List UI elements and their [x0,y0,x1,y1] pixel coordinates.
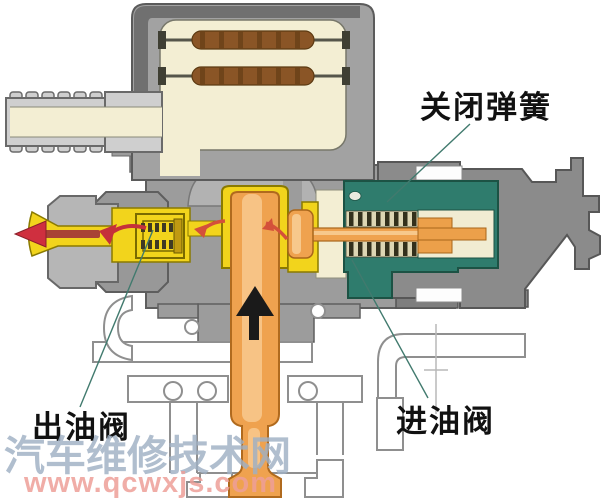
closing-spring-coils [349,212,417,256]
spring-bracket [158,67,166,85]
spring-bracket [158,31,166,49]
right-foot [304,459,344,498]
lower-walls [169,402,344,474]
bolt-hole [197,381,217,401]
outflow-arrow-shaft [44,230,100,238]
fuel-flow-arrows [13,218,289,248]
hose-barb-fitting [5,91,163,153]
plunger-motion-arrow [236,286,274,340]
centerline [424,324,448,414]
outflow-arrow-head [13,220,47,248]
spring-bracket [342,67,350,85]
watermark-site-name: 汽车维修技术网 [4,433,291,479]
bolt-hole [163,381,183,401]
inlet-valve-assembly [287,209,495,259]
coil-spring-lower [191,66,315,86]
right-wall [376,397,404,451]
closing-spring-label: 关闭弹簧 [420,90,552,125]
coil-spring-upper [191,30,315,50]
outlet-valve-label: 出油阀 [32,410,131,445]
fuel-bore [10,107,162,137]
bolt-hole [310,303,326,319]
bolt-hole [184,319,200,335]
bolt-hole [298,381,318,401]
upper-housing [131,3,375,181]
piston-rod [417,227,487,241]
closing-spring-leader [386,123,471,203]
pump-plunger [228,191,282,498]
right-flange-arm [377,333,526,399]
watermark-site-url: www.qcwxjs.com [23,467,277,499]
left-hook [102,294,133,362]
inlet-valve-leader [351,259,429,399]
outlet-valve-cartridge [135,213,185,259]
outlet-valve-leader [79,229,154,408]
inlet-valve-label: 进油阀 [396,404,495,439]
callouts [79,123,471,408]
spring-bracket [342,31,350,49]
